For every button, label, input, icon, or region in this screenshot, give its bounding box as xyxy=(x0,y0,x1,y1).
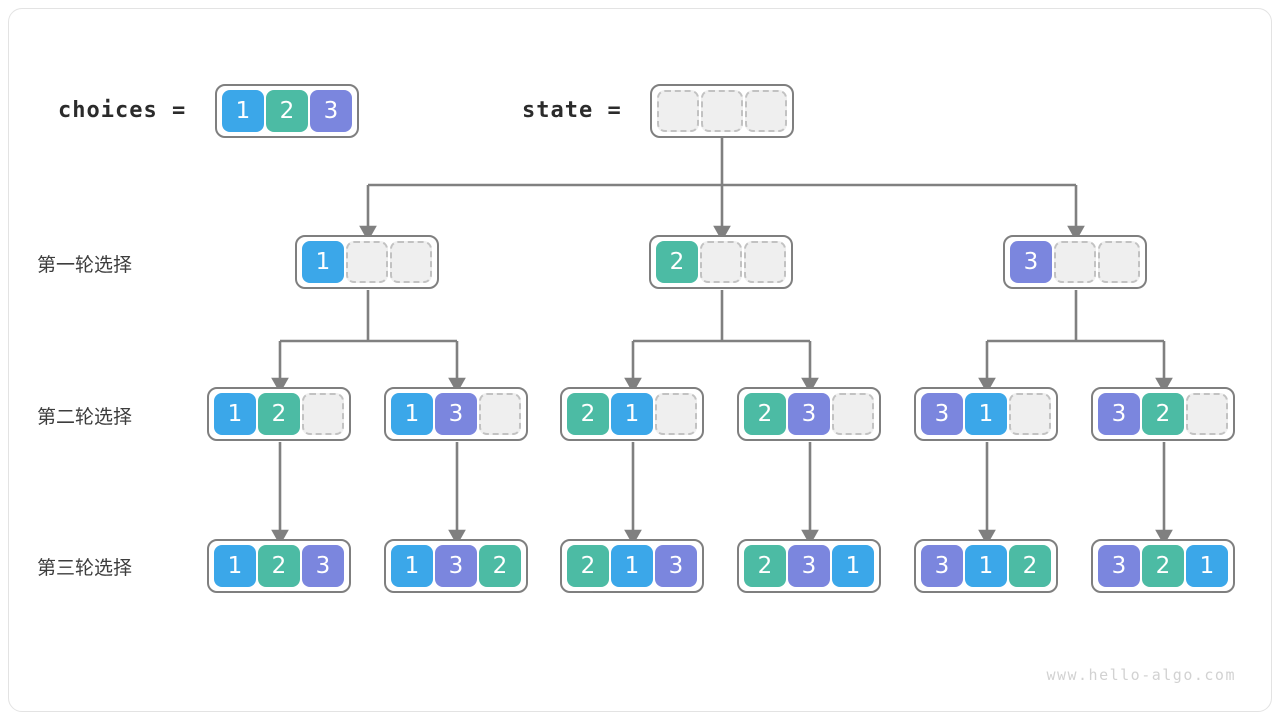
node-cell: 3 xyxy=(435,545,477,587)
node-cell: 1 xyxy=(214,545,256,587)
node-cell-empty xyxy=(302,393,344,435)
node-round3-2: 2 1 3 xyxy=(560,539,704,593)
node-cell: 1 xyxy=(832,545,874,587)
node-cell-empty xyxy=(1186,393,1228,435)
node-cell: 2 xyxy=(1142,393,1184,435)
node-round3-5: 3 2 1 xyxy=(1091,539,1235,593)
choices-cell-0: 1 xyxy=(222,90,264,132)
node-round2-5: 3 2 xyxy=(1091,387,1235,441)
node-cell: 2 xyxy=(258,545,300,587)
node-cell: 3 xyxy=(1098,545,1140,587)
node-cell: 1 xyxy=(391,545,433,587)
row-label-round-2: 第二轮选择 xyxy=(37,406,133,428)
node-cell-empty xyxy=(390,241,432,283)
node-cell: 2 xyxy=(744,393,786,435)
node-cell: 1 xyxy=(1186,545,1228,587)
node-round3-0: 1 2 3 xyxy=(207,539,351,593)
node-cell: 3 xyxy=(788,393,830,435)
state-cell-2 xyxy=(745,90,787,132)
diagram-frame xyxy=(8,8,1272,712)
node-cell: 2 xyxy=(567,545,609,587)
node-cell-empty xyxy=(1009,393,1051,435)
node-cell: 2 xyxy=(1009,545,1051,587)
node-cell: 2 xyxy=(656,241,698,283)
node-cell: 3 xyxy=(921,545,963,587)
node-cell: 3 xyxy=(921,393,963,435)
node-round1-1: 2 xyxy=(649,235,793,289)
node-cell: 1 xyxy=(391,393,433,435)
node-round3-4: 3 1 2 xyxy=(914,539,1058,593)
node-round2-3: 2 3 xyxy=(737,387,881,441)
node-round2-1: 1 3 xyxy=(384,387,528,441)
node-cell: 3 xyxy=(788,545,830,587)
node-cell-empty xyxy=(832,393,874,435)
node-cell-empty xyxy=(1054,241,1096,283)
node-cell: 3 xyxy=(1010,241,1052,283)
node-cell-empty xyxy=(346,241,388,283)
node-cell: 1 xyxy=(965,545,1007,587)
choices-cell-2: 3 xyxy=(310,90,352,132)
node-round1-2: 3 xyxy=(1003,235,1147,289)
choices-array: 1 2 3 xyxy=(215,84,359,138)
node-cell: 1 xyxy=(611,393,653,435)
node-cell-empty xyxy=(1098,241,1140,283)
node-cell: 1 xyxy=(214,393,256,435)
node-cell: 2 xyxy=(479,545,521,587)
node-round2-4: 3 1 xyxy=(914,387,1058,441)
choices-cell-1: 2 xyxy=(266,90,308,132)
state-cell-1 xyxy=(701,90,743,132)
node-cell: 3 xyxy=(302,545,344,587)
node-cell-empty xyxy=(479,393,521,435)
node-cell-empty xyxy=(655,393,697,435)
row-label-round-1: 第一轮选择 xyxy=(37,254,133,276)
node-round2-2: 2 1 xyxy=(560,387,704,441)
node-cell: 3 xyxy=(435,393,477,435)
node-cell: 2 xyxy=(258,393,300,435)
state-array xyxy=(650,84,794,138)
watermark: www.hello-algo.com xyxy=(1046,666,1236,684)
node-cell-empty xyxy=(744,241,786,283)
node-round3-3: 2 3 1 xyxy=(737,539,881,593)
node-cell: 3 xyxy=(1098,393,1140,435)
node-cell: 3 xyxy=(655,545,697,587)
node-cell: 1 xyxy=(302,241,344,283)
node-round2-0: 1 2 xyxy=(207,387,351,441)
row-label-round-3: 第三轮选择 xyxy=(37,557,133,579)
state-label: state = xyxy=(522,98,622,123)
node-cell: 1 xyxy=(965,393,1007,435)
node-round3-1: 1 3 2 xyxy=(384,539,528,593)
node-cell: 2 xyxy=(567,393,609,435)
choices-label: choices = xyxy=(58,98,187,123)
node-cell-empty xyxy=(700,241,742,283)
node-round1-0: 1 xyxy=(295,235,439,289)
node-cell: 2 xyxy=(1142,545,1184,587)
node-cell: 1 xyxy=(611,545,653,587)
node-cell: 2 xyxy=(744,545,786,587)
state-cell-0 xyxy=(657,90,699,132)
